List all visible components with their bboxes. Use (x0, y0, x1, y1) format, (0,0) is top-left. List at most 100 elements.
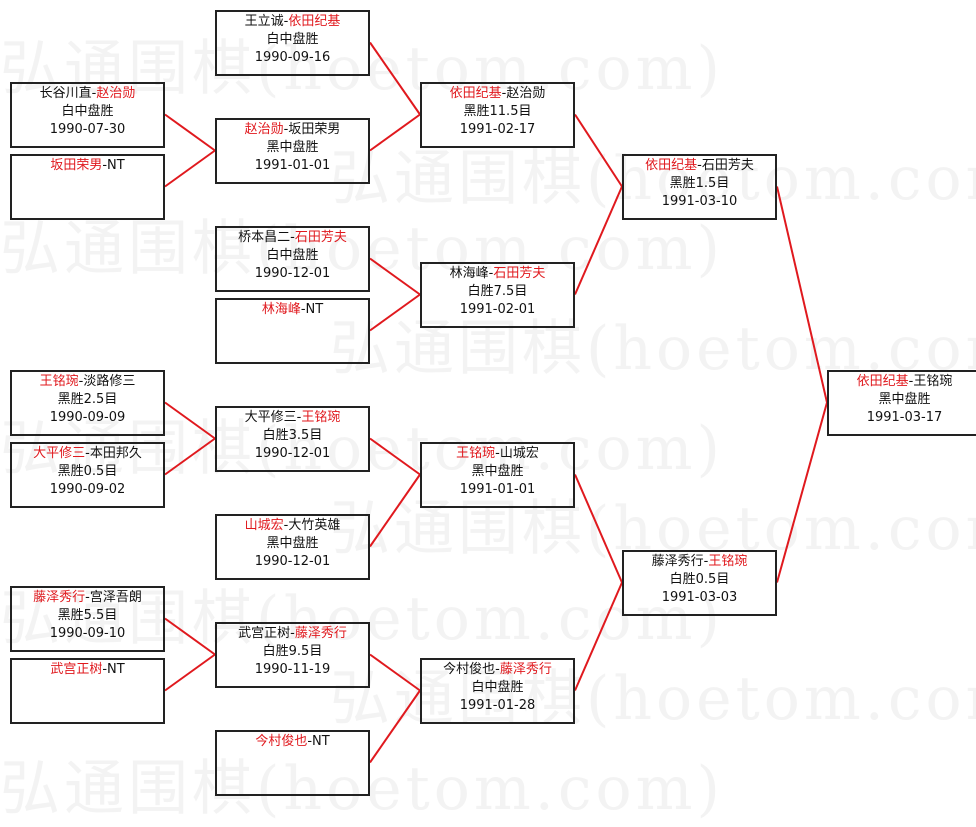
match-date: 1990-09-10 (49, 626, 126, 641)
match-players: 大平修三-王铭琬 (217, 409, 368, 427)
winner-name: 武宫正树 (50, 662, 103, 677)
bracket-lines (164, 41, 828, 764)
match-date: 1991-01-01 (254, 158, 331, 173)
match-box: 赵治勋-坂田荣男黑中盘胜 1991-01-01 (215, 118, 370, 184)
player-name: -山城宏 (495, 446, 539, 461)
player-name: -赵治勋 (501, 86, 546, 101)
winner-name: 依田纪基 (856, 374, 909, 389)
player-name: 王立诚- (244, 14, 289, 29)
match-result: 黑胜5.5目 (57, 608, 118, 623)
player-name: 大平修三- (244, 410, 302, 425)
winner-name: 林海峰 (261, 302, 301, 317)
match-players: 依田纪基-石田芳夫 (624, 157, 775, 175)
match-result: 黑中盘胜 (266, 536, 319, 551)
player-name: -本田邦久 (85, 446, 142, 461)
player-name: -坂田荣男 (283, 122, 341, 137)
match-result: 白中盘胜 (266, 32, 319, 47)
bracket-connector (574, 113, 623, 188)
player-name: 藤泽秀行- (651, 554, 709, 569)
player-name: 今村俊也- (443, 662, 500, 677)
player-name: -淡路修三 (78, 374, 136, 389)
match-date: 1991-03-10 (661, 194, 738, 209)
match-box: 藤泽秀行-王铭琬白胜0.5目 1991-03-03 (622, 550, 777, 616)
match-box: 今村俊也-NT (215, 730, 370, 796)
match-box: 林海峰-NT (215, 298, 370, 364)
bracket-connector (574, 474, 623, 583)
match-date: 1991-01-28 (459, 698, 536, 713)
player-name: 林海峰- (449, 266, 494, 281)
winner-name: 王铭琬 (39, 374, 79, 389)
match-result: 白中盘胜 (61, 104, 114, 119)
winner-name: 依田纪基 (645, 158, 698, 173)
match-players: 大平修三-本田邦久 (12, 445, 163, 463)
match-players: 山城宏-大竹英雄 (217, 517, 368, 535)
match-date: 1990-12-01 (254, 446, 331, 461)
bracket-connector (369, 41, 421, 116)
match-date: 1990-12-01 (254, 266, 331, 281)
player-name: -NT (307, 734, 330, 749)
player-name: -NT (300, 302, 324, 317)
bracket-connector (776, 402, 828, 583)
match-box: 坂田荣男-NT (10, 154, 165, 220)
match-players: 藤泽秀行-王铭琬 (624, 553, 775, 571)
bracket-connector (369, 689, 421, 764)
match-players: 依田纪基-赵治勋 (422, 85, 573, 103)
match-result: 黑中盘胜 (471, 464, 524, 479)
match-result: 白中盘胜 (471, 680, 524, 695)
match-result: 白胜0.5目 (669, 572, 730, 587)
match-result: 白胜7.5目 (467, 284, 528, 299)
winner-name: 山城宏 (244, 518, 284, 533)
match-result: 黑胜1.5目 (669, 176, 730, 191)
player-name: 武宫正树- (238, 626, 295, 641)
winner-name: 藤泽秀行 (294, 626, 347, 641)
match-result: 白胜9.5目 (262, 644, 323, 659)
match-players: 坂田荣男-NT (12, 157, 163, 175)
match-players: 王铭琬-淡路修三 (12, 373, 163, 391)
bracket-connector (164, 113, 216, 152)
match-players: 依田纪基-王铭琬 (829, 373, 976, 391)
winner-name: 坂田荣男 (50, 158, 103, 173)
match-box: 桥本昌二-石田芳夫白中盘胜 1990-12-01 (215, 226, 370, 292)
bracket-connector (369, 653, 421, 692)
match-players: 桥本昌二-石田芳夫 (217, 229, 368, 247)
match-result: 黑中盘胜 (266, 140, 319, 155)
match-players: 王铭琬-山城宏 (422, 445, 573, 463)
match-players: 今村俊也-NT (217, 733, 368, 751)
match-date: 1990-07-30 (49, 122, 126, 137)
match-box: 依田纪基-石田芳夫黑胜1.5目 1991-03-10 (622, 154, 777, 220)
match-players: 藤泽秀行-宫泽吾朗 (12, 589, 163, 607)
bracket-connector (574, 582, 623, 691)
bracket-connector (164, 617, 216, 656)
winner-name: 石田芳夫 (493, 266, 546, 281)
player-name: -王铭琬 (908, 374, 953, 389)
match-result: 黑胜2.5目 (57, 392, 118, 407)
match-date: 1991-03-03 (661, 590, 738, 605)
winner-name: 赵治勋 (96, 86, 136, 101)
match-date: 1990-11-19 (254, 662, 331, 677)
bracket-connector (574, 186, 623, 295)
match-players: 王立诚-依田纪基 (217, 13, 368, 31)
match-result: 白中盘胜 (266, 248, 319, 263)
winner-name: 王铭琬 (456, 446, 496, 461)
match-players: 武宫正树-NT (12, 661, 163, 679)
match-players: 林海峰-NT (217, 301, 368, 319)
bracket-connector (369, 113, 421, 152)
match-result: 黑胜11.5目 (463, 104, 532, 119)
match-result: 黑中盘胜 (878, 392, 931, 407)
match-date: 1990-12-01 (254, 554, 331, 569)
match-players: 武宫正树-藤泽秀行 (217, 625, 368, 643)
match-date: 1990-09-09 (49, 410, 126, 425)
winner-name: 赵治勋 (244, 122, 284, 137)
winner-name: 石田芳夫 (294, 230, 347, 245)
winner-name: 大平修三 (33, 446, 86, 461)
winner-name: 藤泽秀行 (33, 590, 86, 605)
